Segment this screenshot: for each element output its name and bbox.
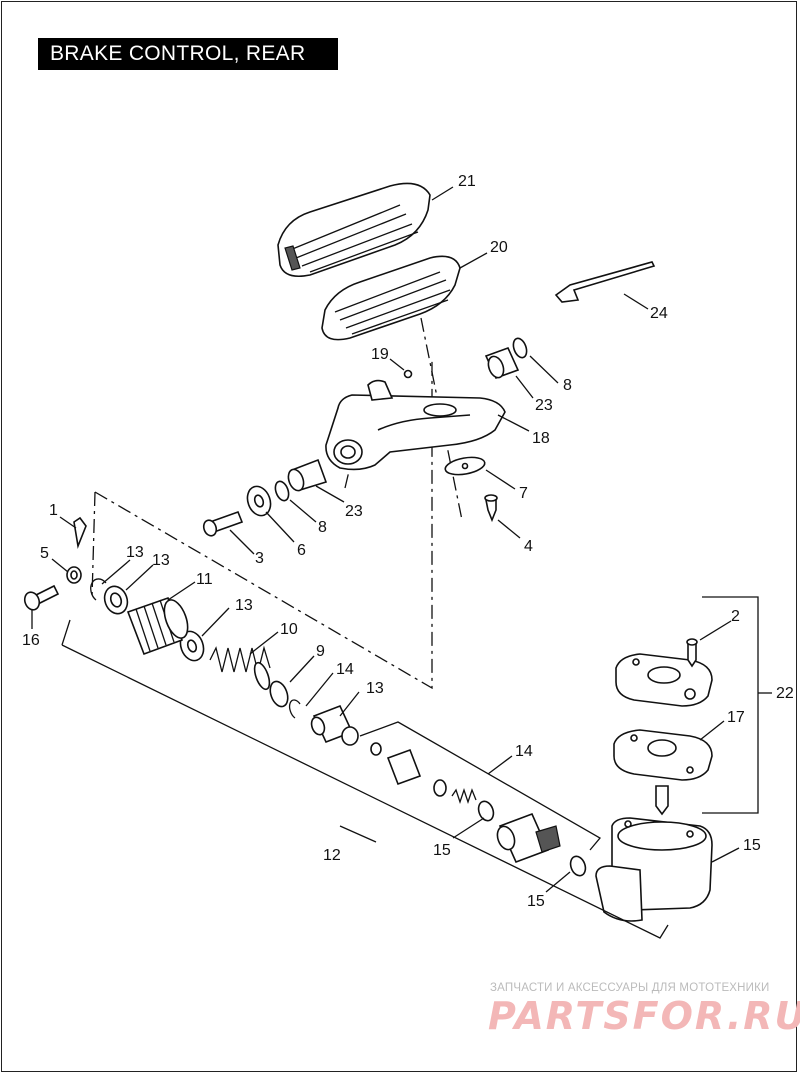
part-9-ring: [269, 680, 289, 708]
callout-23-lower: 23: [345, 503, 363, 520]
part-23-bushing-lower: [287, 458, 328, 492]
callout-19: 19: [371, 346, 389, 363]
part-15-master-cylinder: [595, 817, 713, 922]
callout-13-d: 13: [366, 680, 384, 697]
callout-14-upper: 14: [336, 661, 354, 678]
callout-9: 9: [316, 643, 325, 660]
part-7-washer: [444, 456, 486, 476]
part-13-retaining-ring-a: [90, 578, 107, 601]
callout-23-upper: 23: [535, 397, 553, 414]
part-10-spring: [209, 645, 271, 691]
callout-21: 21: [458, 173, 476, 190]
part-13-washer-c: [179, 630, 205, 662]
part-15-insert: [496, 812, 561, 864]
part-8-ring-upper: [512, 337, 528, 359]
callout-11: 11: [196, 571, 213, 588]
callout-7: 7: [519, 485, 528, 502]
callout-17: 17: [727, 709, 745, 726]
callout-20: 20: [490, 239, 508, 256]
callout-13-c: 13: [235, 597, 253, 614]
callout-6: 6: [297, 542, 306, 559]
part-23-bushing-upper: [484, 346, 520, 380]
part-19-grease-fitting: [403, 369, 413, 379]
watermark-caption: ЗАПЧАСТИ И АКСЕССУАРЫ ДЛЯ МОТОТЕХНИКИ: [490, 982, 770, 994]
leader-lines: [31, 186, 740, 893]
callout-16: 16: [22, 632, 40, 649]
part-15-o-ring: [569, 855, 587, 877]
bracket-lines: [61, 596, 772, 939]
callout-8-lower: 8: [318, 519, 327, 536]
callout-15-ring: 15: [527, 893, 545, 910]
part-16-clevis-pin: [23, 584, 60, 611]
part-1-cotter-pin: [73, 516, 87, 549]
callout-15-body: 15: [743, 837, 761, 854]
callout-4: 4: [524, 538, 533, 555]
callout-3: 3: [255, 550, 264, 567]
callout-15-insert: 15: [433, 842, 451, 859]
callout-10: 10: [280, 621, 298, 638]
callout-22: 22: [776, 685, 794, 702]
page-title: BRAKE CONTROL, REAR: [38, 38, 338, 70]
part-22-sensor: [655, 785, 669, 816]
callout-24: 24: [650, 305, 668, 322]
part-6-washer: [246, 485, 272, 517]
part-14-piston-assembly: [370, 742, 495, 822]
part-13-washer-b: [103, 585, 129, 615]
part-11-boot: [126, 596, 189, 656]
callout-1: 1: [49, 502, 58, 519]
watermark-logo: PARTSFOR.RU: [488, 994, 800, 1038]
part-4-screw: [484, 494, 498, 523]
callout-13-a: 13: [126, 544, 144, 561]
part-8-ring-lower: [274, 480, 290, 502]
callout-13-b: 13: [152, 552, 170, 569]
part-13-pushrod: [310, 704, 359, 746]
callouts: 21 20 24 19 8 23 18 7 4 23 8 6 3 1 5 16 …: [22, 173, 794, 910]
part-3-bolt: [202, 510, 244, 537]
callout-18: 18: [532, 430, 550, 447]
part-20-footpeg: [321, 255, 461, 341]
part-2-screw: [686, 638, 698, 668]
callout-14-lower: 14: [515, 743, 533, 760]
part-18-brake-pedal: [325, 379, 506, 471]
part-22-reservoir-cover: [615, 653, 713, 707]
part-17-gasket: [613, 729, 713, 781]
part-5-washer: [66, 566, 82, 584]
part-14-ring-upper: [288, 699, 301, 719]
callout-5: 5: [40, 545, 49, 562]
part-24-hex-key: [554, 261, 656, 303]
part-21-footpeg-rubber: [277, 182, 431, 278]
callout-8-upper: 8: [563, 377, 572, 394]
callout-2: 2: [731, 608, 740, 625]
callout-12: 12: [323, 847, 341, 864]
